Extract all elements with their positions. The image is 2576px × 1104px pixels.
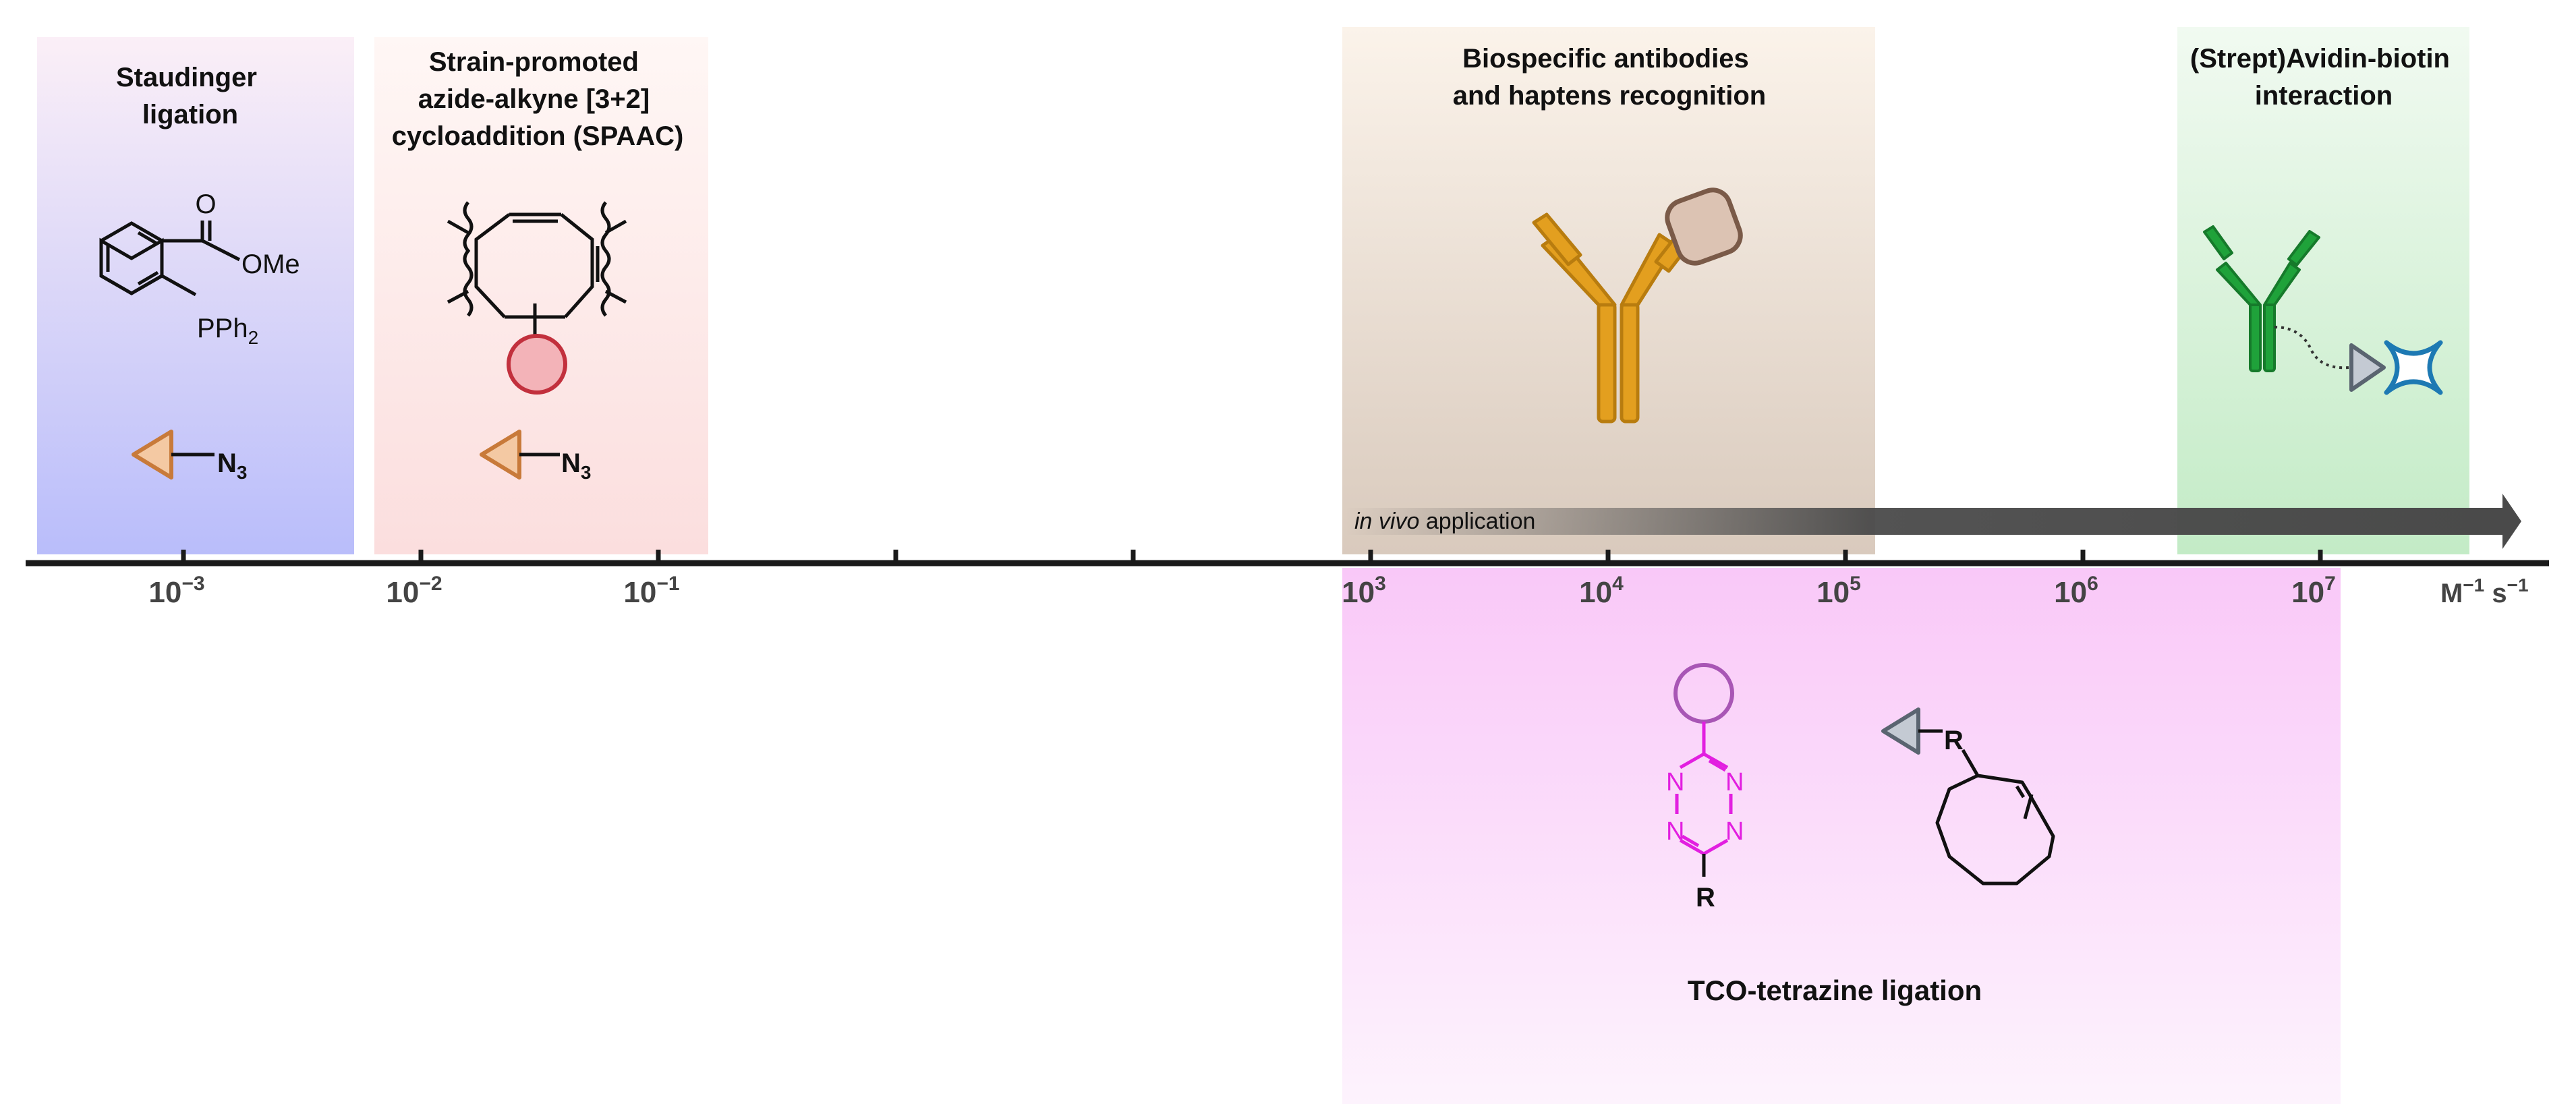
spaac-cyclooctyne-structure	[447, 201, 627, 341]
staudinger-panel	[37, 37, 354, 554]
staudinger-pph2: PPh2	[197, 314, 258, 348]
tetrazine-n3: N	[1666, 817, 1684, 846]
tetrazine-n1: N	[1666, 768, 1684, 796]
antibodies-panel	[1342, 27, 1875, 554]
spaac-panel	[374, 37, 708, 554]
axis-unit-label: M−1 s−1	[2440, 575, 2529, 608]
tetrazine-n2: N	[1725, 768, 1744, 796]
invivo-arrow-tip	[2502, 494, 2521, 549]
green-antibody-icon	[2203, 225, 2320, 372]
tco-panel	[1342, 568, 2341, 1104]
staudinger-phosphine-structure	[99, 221, 241, 297]
axis-tick-label: 10−2	[386, 573, 442, 609]
staudinger-ome: OMe	[241, 250, 300, 279]
tetrazine-ring	[1675, 722, 1733, 856]
axis-tick-label: 105	[1816, 573, 1861, 609]
tco-title: TCO-tetrazine ligation	[1688, 975, 1982, 1006]
avidin-panel	[2177, 27, 2469, 554]
axis-tick-label: 107	[2291, 573, 2336, 609]
biotin-linker	[2274, 326, 2349, 370]
spaac-payload-circle	[507, 334, 567, 395]
tetrazine-n4: N	[1725, 817, 1744, 846]
staudinger-carbonyl-o: O	[195, 190, 216, 219]
axis-tick-label: 104	[1579, 573, 1624, 609]
tco-r-label: R	[1944, 726, 1964, 755]
hapten-icon	[1665, 187, 1743, 266]
axis-ticks: 10−3 10−2 10−1 103 104 105 106 107	[148, 550, 2336, 609]
staudinger-azide-label: N3	[217, 448, 247, 483]
axis-tick-label: 10−1	[623, 573, 679, 609]
spaac-title: Strain-promoted azide-alkyne [3+2] cyclo…	[392, 47, 684, 151]
staudinger-title: Staudinger ligation	[116, 63, 264, 129]
spaac-azide-label: N3	[561, 448, 591, 483]
antibodies-title: Biospecific antibodies and haptens recog…	[1453, 44, 1766, 111]
tetrazine-r-label: R	[1696, 883, 1715, 912]
axis-tick-label: 103	[1342, 573, 1386, 609]
avidin-title: (Strept)Avidin-biotin interaction	[2190, 44, 2457, 111]
axis-tick-label: 10−3	[148, 573, 204, 609]
invivo-arrow-shaft	[1346, 508, 2506, 535]
streptavidin-star-icon	[2384, 340, 2443, 395]
tco-ring	[1935, 749, 2055, 885]
invivo-label: in vivo application	[1354, 509, 1535, 534]
axis-tick-label: 106	[2054, 573, 2098, 609]
biotin-triangle-icon	[2349, 343, 2386, 392]
